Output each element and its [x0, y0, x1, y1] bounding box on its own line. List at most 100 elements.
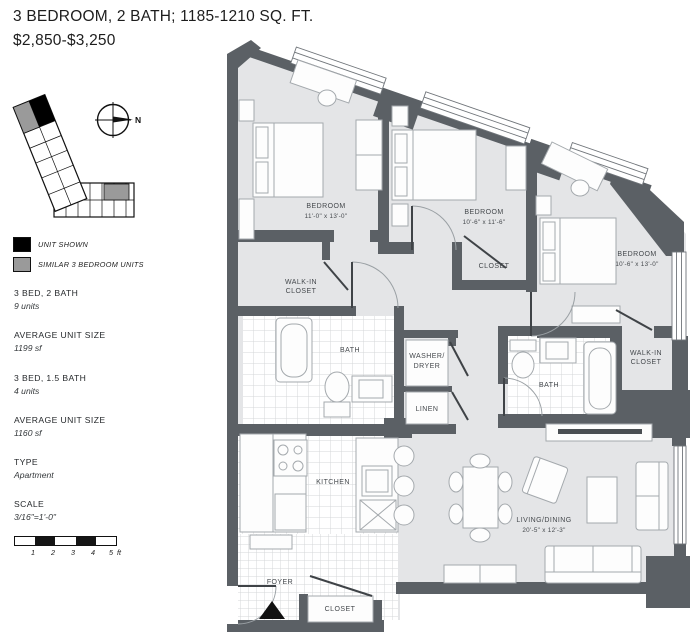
key-plan-similar-unit: [103, 183, 130, 201]
bedroom3-dims: 10'-6" x 13'-0": [615, 261, 658, 268]
scale-tick: 2: [51, 548, 55, 557]
stat-avg-size-2: AVERAGE UNIT SIZE 1160 sf: [14, 415, 214, 438]
scale-tick: 4: [91, 548, 95, 557]
entry-door-opening: [227, 586, 238, 624]
bath2-sink: [539, 337, 577, 364]
bath1-sink: [351, 375, 393, 403]
walkin1-label-1: WALK-IN: [285, 279, 317, 286]
stat-label: 3 BED, 1.5 BATH: [14, 373, 87, 383]
walkin1-label-2: CLOSET: [286, 288, 317, 295]
bedroom1-label: BEDROOM: [306, 203, 345, 210]
foyer-closet-door: [309, 575, 373, 597]
furniture: [238, 59, 669, 623]
legend-label: UNIT SHOWN: [38, 239, 89, 249]
linen-shelves: [405, 391, 449, 425]
stat-value: 3/16"=1'-0": [14, 512, 56, 522]
walkin2-door: [615, 309, 653, 331]
bath1-label: BATH: [340, 347, 360, 354]
washer-label-2: DRYER: [414, 363, 441, 370]
bath1-floor: [243, 316, 394, 424]
bedroom2-bed: [391, 129, 477, 201]
scale-tick: 3: [71, 548, 75, 557]
stat-value: 1199 sf: [14, 343, 42, 353]
window-bedroom3-right: [671, 251, 687, 341]
north-compass: N: [95, 102, 141, 138]
kitchen-stool: [393, 504, 415, 526]
window-bedroom2: [419, 91, 531, 145]
foyer-bench: [249, 534, 293, 550]
stat-avg-size-1: AVERAGE UNIT SIZE 1199 sf: [14, 330, 214, 353]
page-title: 3 BEDROOM, 2 BATH; 1185-1210 SQ. FT.: [13, 8, 314, 25]
closet-bedroom2-door: [463, 235, 507, 269]
dining-table: [448, 453, 513, 543]
kitchen-stove: [273, 439, 308, 477]
washer-door: [449, 341, 469, 377]
stat-scale: SCALE 3/16"=1'-0": [14, 499, 214, 522]
bedroom2-door-arc: [411, 205, 457, 251]
stat-label: 3 BED, 2 BATH: [14, 288, 79, 298]
stat-label: SCALE: [14, 499, 45, 509]
bedroom1-dresser: [238, 198, 255, 240]
bath1-door-arc: [351, 261, 399, 309]
scale-unit: ft: [117, 548, 121, 557]
foyer-label: FOYER: [267, 579, 293, 586]
entry-arrow-icon: [259, 601, 285, 619]
bedroom3-desk: [540, 141, 609, 192]
tv-console: [545, 423, 653, 442]
walkin1-door: [323, 261, 349, 291]
north-needle-icon: [113, 116, 133, 123]
bath1-toilet: [323, 371, 351, 418]
legend-row-similar-units: SIMILAR 3 BEDROOM UNITS: [13, 256, 144, 272]
legend-label: SIMILAR 3 BEDROOM UNITS: [38, 259, 144, 269]
price-range: $2,850-$3,250: [13, 32, 116, 49]
living-dims: 20'-5" x 12'-3": [522, 527, 565, 534]
sofa: [544, 545, 642, 584]
bath1-tub: [275, 317, 313, 383]
bedroom3-bed: [539, 217, 617, 285]
bedroom1-desk-chair: [317, 89, 337, 107]
bath2-tub: [583, 341, 617, 415]
bedroom3-label: BEDROOM: [617, 251, 656, 258]
kitchen-stool: [393, 445, 415, 467]
north-label: N: [135, 115, 141, 125]
bedroom3-nightstand: [535, 195, 552, 216]
stat-label: AVERAGE UNIT SIZE: [14, 415, 106, 425]
stat-value: 1160 sf: [14, 428, 42, 438]
bedroom3-dresser: [571, 305, 621, 324]
bedroom1-nightstand: [238, 99, 255, 122]
bath2-label: BATH: [539, 382, 559, 389]
bath2-toilet: [509, 339, 537, 379]
stat-value: Apartment: [14, 470, 54, 480]
bedroom1-wardrobe: [355, 119, 383, 191]
living-label: LIVING/DINING: [516, 517, 571, 524]
bedroom2-nightstand-bottom: [391, 203, 409, 227]
washer-label-1: WASHER/: [409, 353, 445, 360]
doors: [237, 205, 653, 625]
bedroom1-bed: [252, 122, 324, 198]
legend-row-unit-shown: UNIT SHOWN: [13, 236, 144, 252]
kitchen-stool: [393, 475, 415, 497]
washer-dryer-unit: [405, 339, 449, 387]
stat-value: 4 units: [14, 386, 40, 396]
room-labels: BEDROOM 11'-0" x 13'-0" BEDROOM 10'-6" x…: [267, 203, 662, 613]
similar-units-swatch: [13, 256, 31, 272]
linen-door: [451, 391, 469, 421]
windows: [227, 46, 687, 624]
foyer-closet-label: CLOSET: [325, 606, 356, 613]
stat-bed15bath: 3 BED, 1.5 BATH 4 units: [14, 373, 214, 396]
stat-label: TYPE: [14, 457, 39, 467]
unit-shown-swatch: [13, 236, 31, 252]
bedroom2-dresser: [505, 145, 527, 191]
scale-bar: [14, 536, 117, 546]
bedroom1-desk: [289, 59, 358, 104]
bedroom3-desk-chair: [570, 179, 590, 197]
coffee-table: [586, 476, 618, 524]
bedroom2-dims: 10'-6" x 11'-6": [463, 219, 506, 226]
kitchen-peninsula: [355, 437, 399, 533]
living-cabinet: [443, 564, 517, 584]
kitchen-label: KITCHEN: [316, 479, 350, 486]
linen-label: LINEN: [416, 406, 439, 413]
walkin2-label-1: WALK-IN: [630, 350, 662, 357]
